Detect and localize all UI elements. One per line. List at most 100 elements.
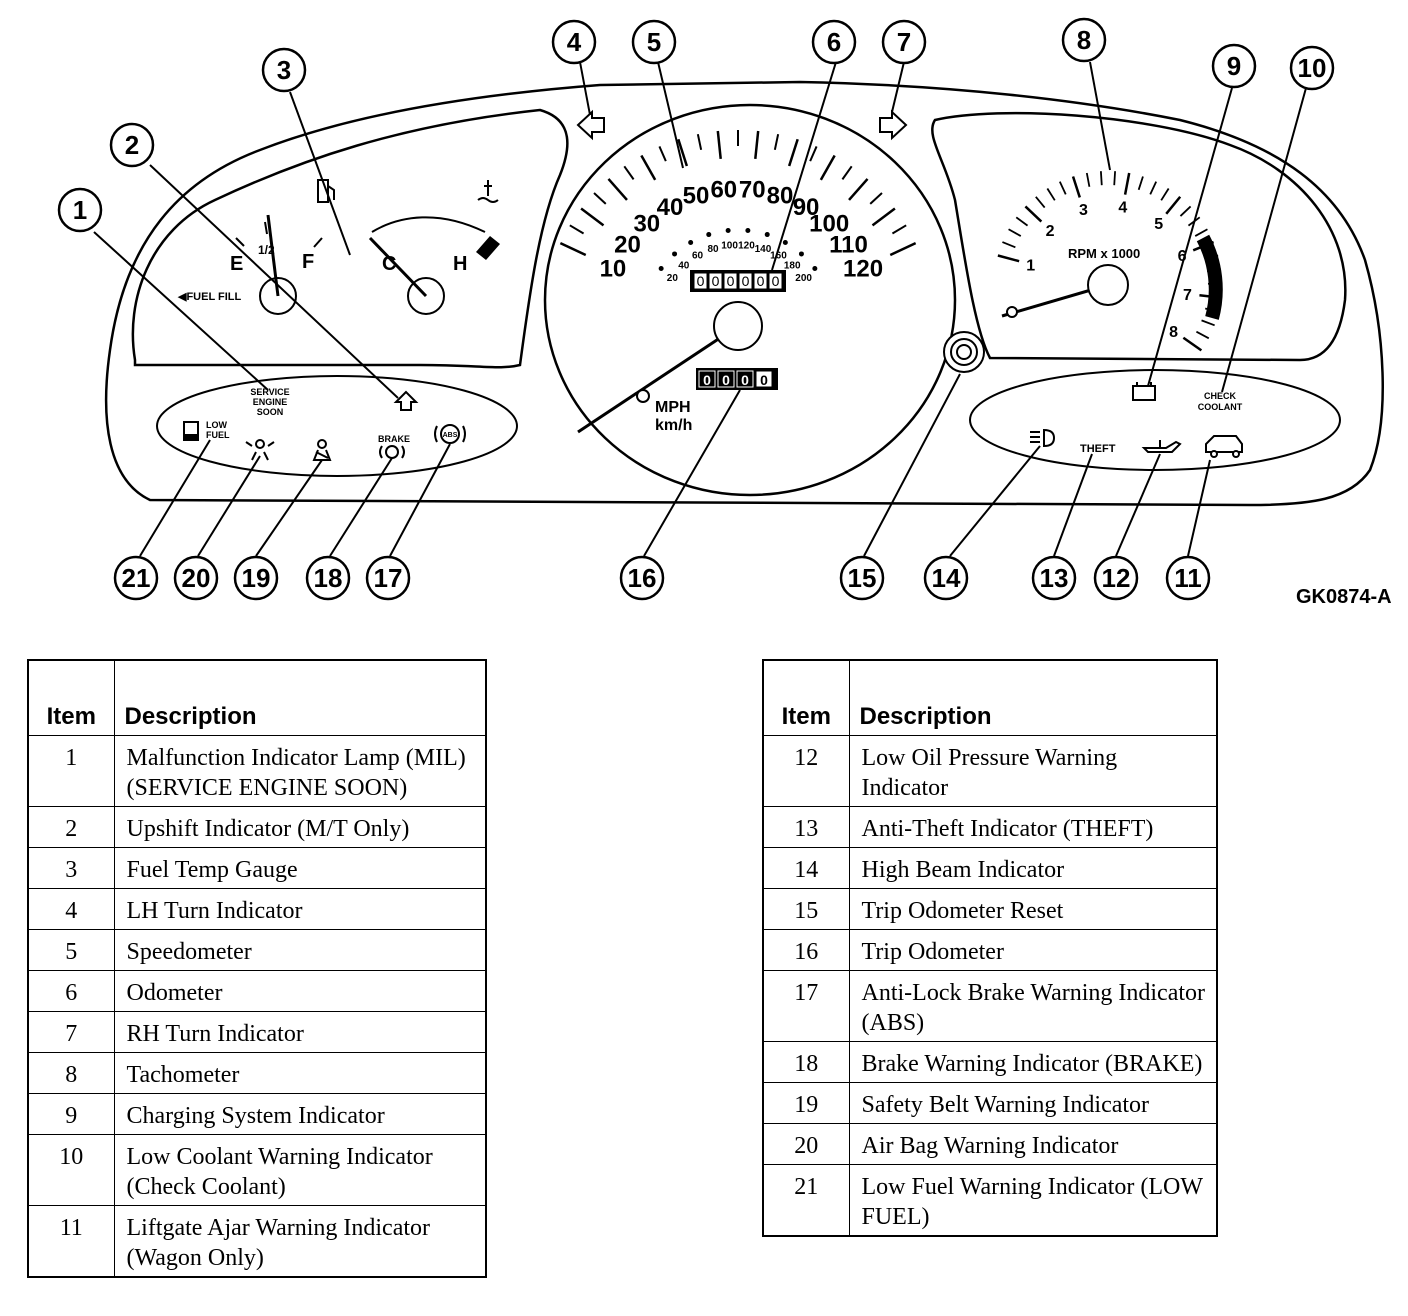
- legend-item-number: 6: [27, 970, 115, 1012]
- legend-item-number: 19: [762, 1082, 850, 1124]
- speedometer-kmh-dot: [706, 232, 712, 238]
- header-item: Item: [27, 659, 115, 736]
- tachometer-tick: [1085, 172, 1091, 187]
- callout-circle: [1289, 45, 1335, 91]
- legend-item-number: 20: [762, 1123, 850, 1165]
- callout-circle: [1093, 555, 1139, 601]
- legend-header-row: Item Description: [27, 659, 487, 736]
- callout-circle: [811, 19, 857, 65]
- speedometer-kmh-label: 160: [770, 251, 787, 262]
- tachometer-tick: [1179, 205, 1192, 217]
- tachometer-tick: [1113, 171, 1116, 186]
- speedometer-major-tick: [819, 154, 836, 181]
- legend-item-description: Low Oil Pressure Warning Indicator: [848, 735, 1218, 807]
- abs-icon: [440, 424, 460, 444]
- callout-circle: [631, 19, 677, 65]
- tachometer-tick: [1046, 187, 1056, 201]
- callout-circle: [1211, 43, 1257, 89]
- fuel-label-f: F: [302, 251, 314, 273]
- legend-item-description: Speedometer: [113, 929, 487, 971]
- callout-number: 14: [932, 563, 961, 593]
- coolant-temp-icon: [477, 180, 499, 203]
- fuel-gauge: E 1/2 F ◀FUEL FILL: [177, 179, 335, 315]
- callout-number: 20: [182, 563, 211, 593]
- legend-item-number: 10: [27, 1134, 115, 1206]
- legend-item-description: Upshift Indicator (M/T Only): [113, 806, 487, 848]
- temp-gauge-arc: [371, 216, 486, 233]
- callout-circle: [881, 19, 927, 65]
- legend-item-number: 3: [27, 847, 115, 889]
- odometer-digit: 0: [757, 273, 765, 289]
- legend-header-row: Item Description: [762, 659, 1218, 736]
- speedometer-mph-label: 60: [710, 177, 737, 204]
- legend-item-description: Safety Belt Warning Indicator: [848, 1082, 1218, 1124]
- tachometer-label: 8: [1169, 324, 1178, 341]
- speedometer-kmh-dot: [745, 228, 751, 234]
- speedometer-mph-label: 10: [600, 256, 627, 283]
- legend-item-description: High Beam Indicator: [848, 847, 1218, 889]
- tachometer-tick: [1149, 181, 1157, 195]
- trip-digit-cell: [755, 370, 773, 388]
- tachometer-label: 6: [1178, 248, 1187, 265]
- abs-lamp: ABS: [434, 424, 466, 444]
- legend-item-description: Low Fuel Warning Indicator (LOW FUEL): [848, 1164, 1218, 1237]
- speedometer-major-tick: [580, 207, 605, 227]
- callout-circle: [113, 555, 159, 601]
- speedometer-mph-label: 90: [793, 194, 820, 221]
- low-fuel-lamp: LOW FUEL: [183, 420, 230, 441]
- callout-circle: [1031, 555, 1077, 601]
- callout-circle: [1061, 17, 1107, 63]
- legend-item-description: Charging System Indicator: [113, 1093, 487, 1135]
- odometer-digit: 0: [742, 273, 750, 289]
- speedometer-minor-tick: [593, 192, 607, 205]
- legend-item-number: 8: [27, 1052, 115, 1094]
- right-gauge-window: [931, 111, 1347, 362]
- speedometer-kmh-dot: [688, 239, 694, 245]
- speedometer-minor-tick: [696, 133, 703, 151]
- trip-digit-cell: [717, 370, 735, 388]
- legend-item-number: 7: [27, 1011, 115, 1053]
- tachometer-tick: [997, 254, 1020, 263]
- tachometer-tick: [1123, 172, 1131, 195]
- trip-digit-cell: [736, 370, 754, 388]
- legend-item-description: Liftgate Ajar Warning Indicator (Wagon O…: [113, 1205, 487, 1278]
- speedometer-major-tick: [640, 154, 657, 181]
- svg-text:ENGINE: ENGINE: [253, 397, 288, 407]
- callout-circle: [923, 555, 969, 601]
- speedometer-kmh-label: 80: [707, 244, 719, 255]
- speedometer-mph-label: 30: [633, 210, 660, 237]
- speedometer-hub: [713, 301, 763, 351]
- callout-number: 10: [1298, 53, 1327, 83]
- speedometer-unit-mph: MPH: [655, 399, 691, 416]
- legend-item-description: Malfunction Indicator Lamp (MIL) (SERVIC…: [113, 735, 487, 807]
- odometer-digit-cell: [768, 272, 783, 290]
- speedometer-mph-label: 40: [657, 194, 684, 221]
- tachometer-label: 3: [1079, 202, 1088, 219]
- speedometer-minor-tick: [869, 192, 883, 205]
- trip-digit: 0: [741, 372, 749, 388]
- svg-text:FUEL: FUEL: [206, 430, 230, 440]
- legend-item-number: 5: [27, 929, 115, 971]
- legend-item-description: Trip Odometer: [848, 929, 1218, 971]
- legend-item-description: Low Coolant Warning Indicator (Check Coo…: [113, 1134, 487, 1206]
- legend-item-number: 17: [762, 970, 850, 1042]
- service-engine-lamp: SERVICE ENGINE SOON: [250, 387, 289, 417]
- header-item: Item: [762, 659, 850, 736]
- callout-number: 5: [647, 27, 661, 57]
- brake-lamp: BRAKE: [378, 434, 410, 459]
- speedometer-major-tick: [607, 178, 628, 201]
- speedometer-major-tick: [716, 130, 722, 160]
- legend-item-number: 1: [27, 735, 115, 807]
